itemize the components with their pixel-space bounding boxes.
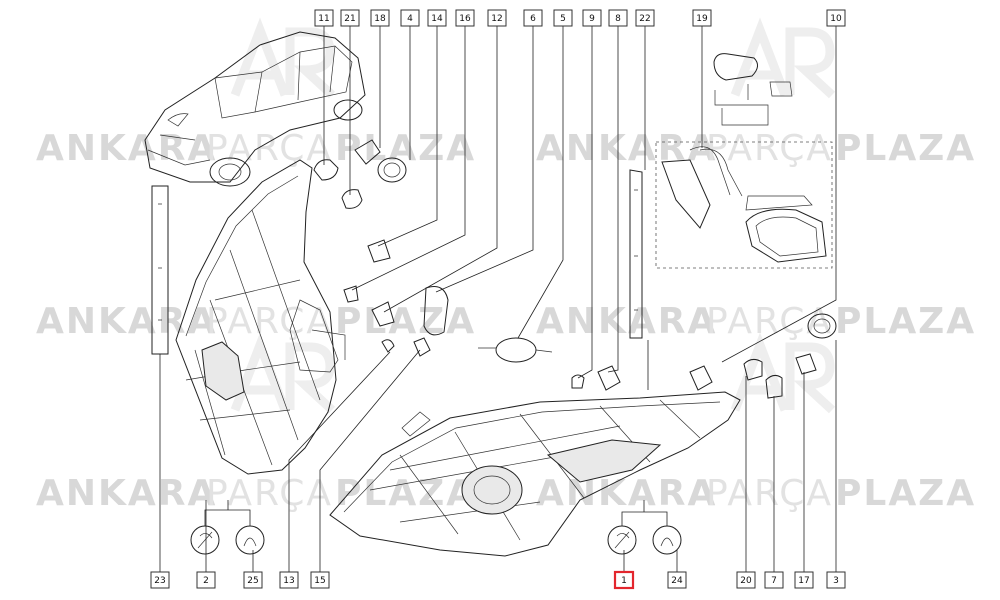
callout-label: 2 [203, 576, 209, 586]
repair-kit-group [655, 53, 833, 269]
callout-label: 6 [530, 14, 536, 24]
callout-box [523, 9, 543, 27]
watermark-word: PARÇA [706, 301, 833, 342]
callout-label: 4 [407, 14, 413, 24]
callout-label-highlighted: 1 [621, 576, 627, 586]
callout-box [370, 9, 390, 27]
callout-label: 20 [740, 576, 752, 586]
callout-box [692, 9, 712, 27]
callout-label: 17 [798, 576, 809, 586]
callout-box [279, 571, 299, 589]
callout-box [314, 9, 334, 27]
callout-label: 10 [830, 14, 842, 24]
watermark-word: PARÇA [706, 473, 833, 514]
callout-box [826, 571, 846, 589]
callout-box [400, 9, 420, 27]
small-parts [313, 139, 837, 399]
callout-label: 19 [696, 14, 708, 24]
watermark-word: ANKARA [536, 473, 717, 514]
watermark-row-2: ANKARA PARÇA PLAZA ANKARA PARÇA PLAZA [36, 301, 976, 342]
callout-label: 13 [283, 576, 294, 586]
car-illustration [144, 31, 366, 187]
callout-label: 8 [615, 14, 621, 24]
watermark-word: ANKARA [536, 128, 717, 169]
callout-label: 5 [560, 14, 566, 24]
bulb-19 [713, 53, 758, 81]
leader-lines [159, 26, 837, 572]
callout-label: 25 [247, 576, 258, 586]
kit-bracket [661, 159, 711, 229]
kit-gasket [745, 208, 827, 263]
callout-label: 9 [589, 14, 595, 24]
callout-box [196, 571, 216, 589]
callout-label: 14 [431, 14, 443, 24]
callout-box [736, 571, 756, 589]
callout-box-highlighted [613, 570, 635, 590]
watermark-word: PARÇA [206, 128, 333, 169]
callout-box [635, 9, 655, 27]
callout-box [608, 9, 628, 27]
watermark-row-1: ANKARA PARÇA PLAZA ANKARA PARÇA PLAZA [36, 128, 976, 169]
callout-box [340, 9, 360, 27]
watermark-word: ANKARA [36, 128, 217, 169]
callout-label: 15 [314, 576, 325, 586]
callout-label: 18 [374, 14, 386, 24]
headlamp-left [175, 159, 346, 475]
callout-box [243, 571, 263, 589]
callout-label: 11 [318, 14, 329, 24]
callout-box [667, 571, 687, 589]
callout-box [427, 9, 447, 27]
watermark-row-3: ANKARA PARÇA PLAZA ANKARA PARÇA PLAZA [36, 473, 976, 514]
kit-frame [655, 141, 833, 269]
callout-box [455, 9, 475, 27]
callout-label: 24 [671, 576, 683, 586]
callout-label: 16 [459, 14, 471, 24]
callout-label: 21 [344, 14, 355, 24]
watermark-word: PLAZA [835, 128, 976, 169]
watermark-word: PLAZA [335, 128, 476, 169]
watermark-word: PLAZA [835, 473, 976, 514]
callout-box [150, 571, 170, 589]
watermark-word: PLAZA [335, 473, 476, 514]
watermark-word: PLAZA [835, 301, 976, 342]
watermark-word: PLAZA [335, 301, 476, 342]
callout-box [553, 9, 573, 27]
callout-box [794, 571, 814, 589]
bulb-pairs [190, 500, 682, 555]
watermark-word: PARÇA [206, 473, 333, 514]
callout-label: 22 [639, 14, 650, 24]
callout-box [826, 9, 846, 27]
watermark-word: PARÇA [706, 128, 833, 169]
headlamp-right [329, 391, 741, 557]
callout-box [310, 571, 330, 589]
callout-label: 12 [491, 14, 502, 24]
callouts-bottom: 23 2 25 13 15 1 24 20 7 17 3 [150, 570, 846, 590]
right-lamp-projector [461, 465, 523, 515]
callout-box [487, 9, 507, 27]
watermark-logos [230, 17, 836, 414]
kit-connector [714, 90, 769, 126]
callout-box [764, 571, 784, 589]
watermark-word: PARÇA [206, 301, 333, 342]
callout-label: 7 [771, 576, 777, 586]
bracket-parts [151, 169, 643, 355]
callout-label: 23 [154, 576, 165, 586]
callouts-top: 11 21 18 4 14 16 12 6 5 9 8 22 19 10 [314, 9, 846, 27]
callout-label: 3 [833, 576, 839, 586]
watermark-word: ANKARA [36, 473, 217, 514]
watermark-word: ANKARA [36, 301, 217, 342]
left-lamp-reflector [201, 341, 245, 401]
watermark-word: ANKARA [536, 301, 717, 342]
callout-box [582, 9, 602, 27]
right-lamp-indicator [546, 439, 662, 483]
